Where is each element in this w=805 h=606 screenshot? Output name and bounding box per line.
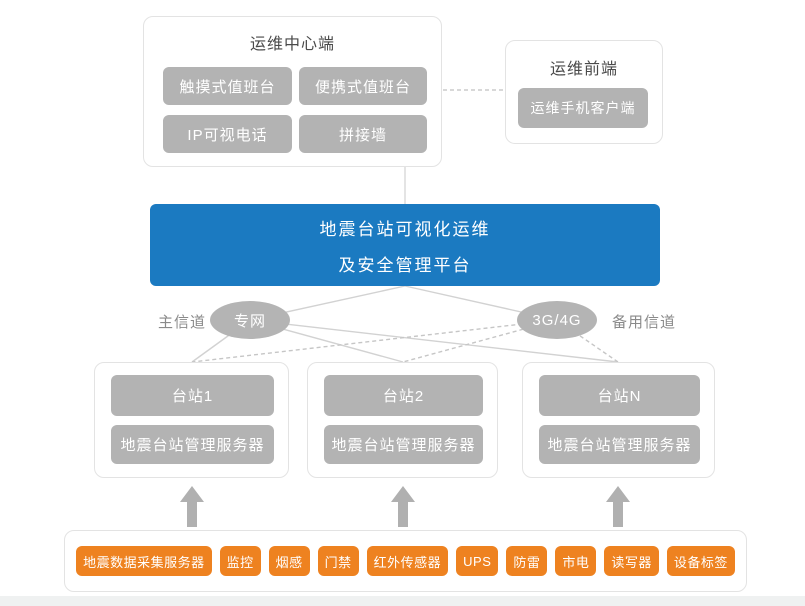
chip-mobile-client: 运维手机客户端: [518, 88, 648, 128]
chip-portable-duty-desk: 便携式值班台: [299, 67, 427, 105]
device-seismic-acquisition-server: 地震数据采集服务器: [76, 546, 212, 576]
devices-panel: 地震数据采集服务器 监控 烟感 门禁 红外传感器 UPS 防雷 市电 读写器 设…: [64, 530, 747, 592]
chip-ip-video-phone: IP可视电话: [163, 115, 292, 153]
device-lightning-protection: 防雷: [506, 546, 548, 576]
bottom-edge-strip: [0, 596, 805, 606]
station-server: 地震台站管理服务器: [324, 425, 483, 464]
station-panel-n: 台站N 地震台站管理服务器: [522, 362, 715, 478]
line-primary-station3: [249, 319, 619, 363]
chip-video-wall: 拼接墙: [299, 115, 427, 153]
backup-channel-label: 备用信道: [612, 314, 677, 331]
chip-touch-duty-desk: 触摸式值班台: [163, 67, 292, 105]
platform-banner: 地震台站可视化运维 及安全管理平台: [150, 204, 660, 286]
front-end-title: 运维前端: [549, 61, 618, 78]
primary-network-node: 专网: [210, 301, 290, 339]
station-server: 地震台站管理服务器: [111, 425, 274, 464]
up-arrow-icon: [606, 486, 630, 527]
backup-network-node: 3G/4G: [517, 301, 597, 339]
device-ups: UPS: [456, 546, 499, 576]
platform-title-line1: 地震台站可视化运维: [319, 219, 491, 239]
line-backup-station2: [402, 319, 558, 363]
ops-center-title: 运维中心端: [249, 36, 335, 53]
device-smoke-sensor: 烟感: [268, 546, 310, 576]
device-mains-power: 市电: [555, 546, 597, 576]
station-panel-1: 台站1 地震台站管理服务器: [94, 362, 289, 478]
station-name: 台站2: [324, 375, 483, 416]
device-rfid-reader: 读写器: [604, 546, 659, 576]
primary-channel-label: 主信道: [158, 314, 207, 331]
station-name: 台站N: [539, 375, 700, 416]
up-arrow-icon: [180, 486, 204, 527]
line-backup-station3: [556, 319, 619, 363]
station-panel-2: 台站2 地震台站管理服务器: [307, 362, 498, 478]
line-backup-station1: [191, 319, 558, 363]
device-surveillance: 监控: [219, 546, 261, 576]
device-infrared-sensor: 红外传感器: [366, 546, 449, 576]
station-name: 台站1: [111, 375, 274, 416]
up-arrow-icon: [391, 486, 415, 527]
station-server: 地震台站管理服务器: [539, 425, 700, 464]
device-equipment-tag: 设备标签: [666, 546, 735, 576]
platform-title-line2: 及安全管理平台: [338, 255, 472, 275]
device-access-control: 门禁: [317, 546, 359, 576]
